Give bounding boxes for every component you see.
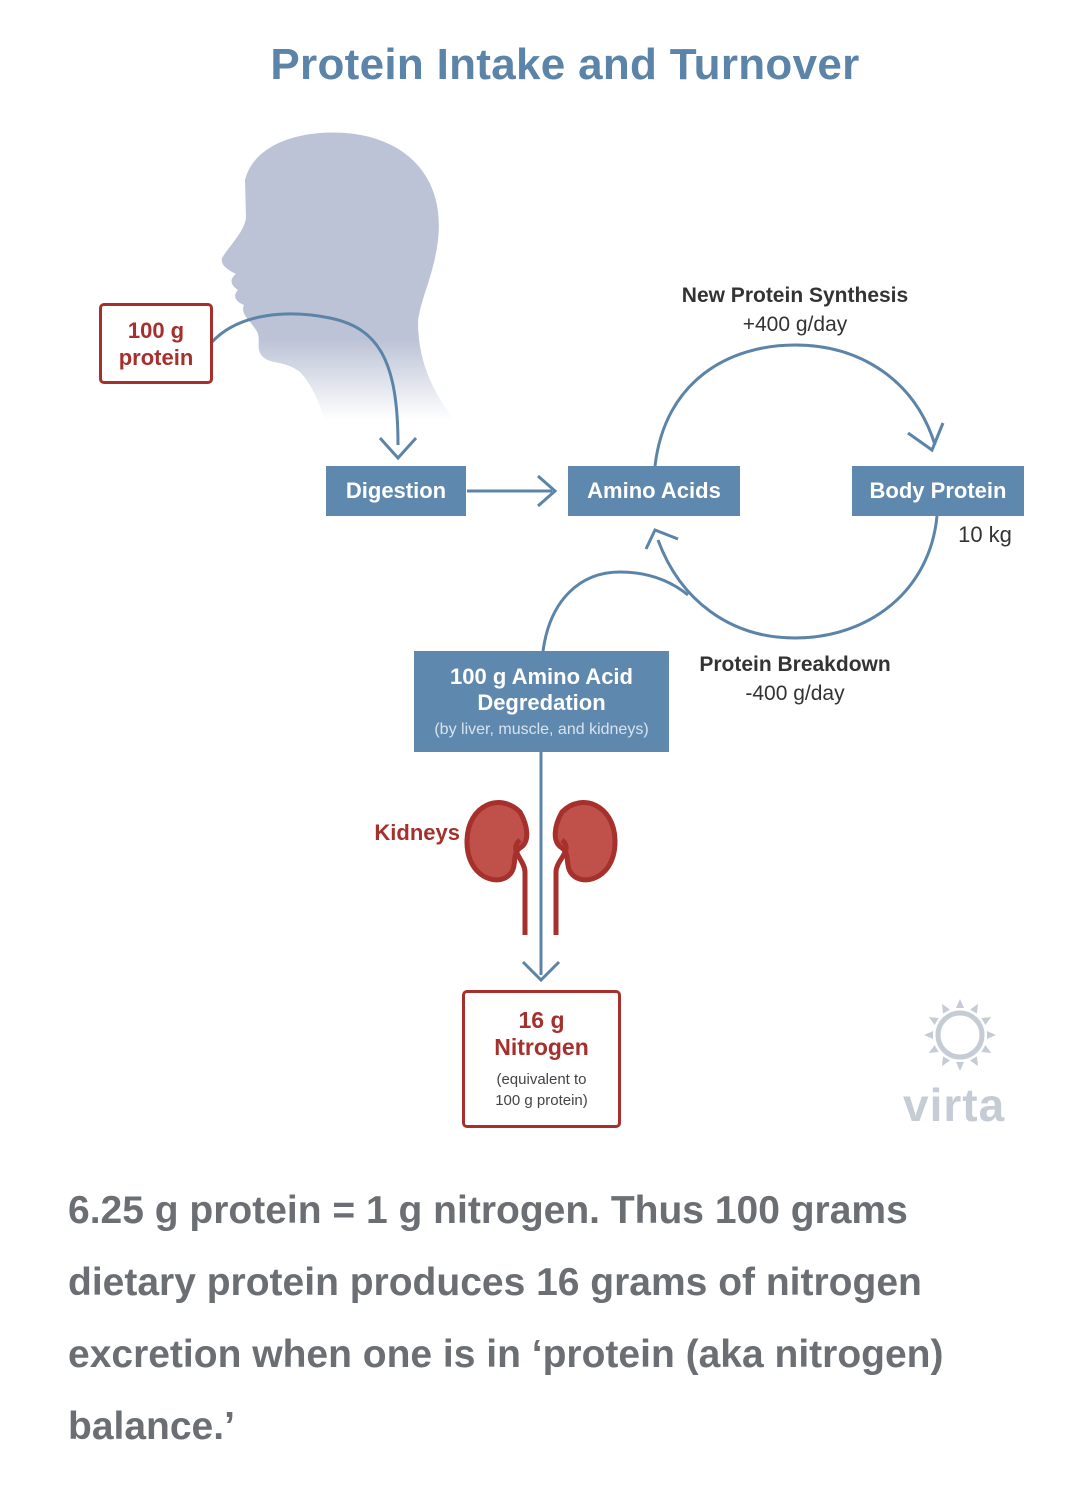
kidneys-label: Kidneys <box>374 820 460 845</box>
degradation-box: 100 g Amino Acid Degredation (by liver, … <box>414 651 669 752</box>
breakdown-label: Protein Breakdown <box>699 653 891 676</box>
synthesis-label: New Protein Synthesis <box>681 284 909 307</box>
intake-label: protein <box>118 344 194 370</box>
sun-icon <box>924 999 996 1071</box>
breakdown-arc <box>656 515 939 640</box>
nitrogen-label: Nitrogen <box>494 1034 589 1060</box>
caption: 6.25 g protein = 1 g nitrogen. Thus 100 … <box>68 1189 944 1448</box>
degradation-note: (by liver, muscle, and kidneys) <box>434 720 649 738</box>
degradation-curve <box>541 570 689 652</box>
synthesis-rate: +400 g/day <box>742 313 848 336</box>
intake-box: 100 g protein <box>99 303 213 384</box>
digestion-label: Digestion <box>345 478 447 503</box>
amino-acids-label: Amino Acids <box>587 478 721 503</box>
breakdown-rate: -400 g/day <box>745 682 845 705</box>
synthesis-label-group: New Protein Synthesis +400 g/day <box>640 281 950 339</box>
nitrogen-note-1: (equivalent to <box>496 1071 587 1088</box>
amino-acids-box: Amino Acids <box>568 466 740 516</box>
nitrogen-box: 16 g Nitrogen (equivalent to 100 g prote… <box>462 990 621 1128</box>
kidneys-icon <box>464 800 618 935</box>
intake-amount: 100 g <box>127 317 185 343</box>
body-protein-label: Body Protein <box>869 478 1007 503</box>
digestion-box: Digestion <box>326 466 466 516</box>
synthesis-arc <box>653 343 937 467</box>
degradation-line1: 100 g Amino Acid <box>450 663 633 689</box>
intake-arrow <box>210 312 400 446</box>
diagram-canvas <box>210 132 996 1071</box>
body-protein-amount: 10 kg <box>958 522 1012 547</box>
nitrogen-amount: 16 g <box>518 1007 565 1033</box>
degradation-line2: Degredation <box>477 689 606 715</box>
breakdown-label-group: Protein Breakdown -400 g/day <box>670 650 920 708</box>
virta-logo-text: virta <box>903 1079 1006 1131</box>
body-protein-box: Body Protein <box>852 466 1024 516</box>
nitrogen-note-2: 100 g protein) <box>495 1092 588 1109</box>
page-title: Protein Intake and Turnover <box>270 40 860 89</box>
head-silhouette-icon <box>221 132 455 421</box>
